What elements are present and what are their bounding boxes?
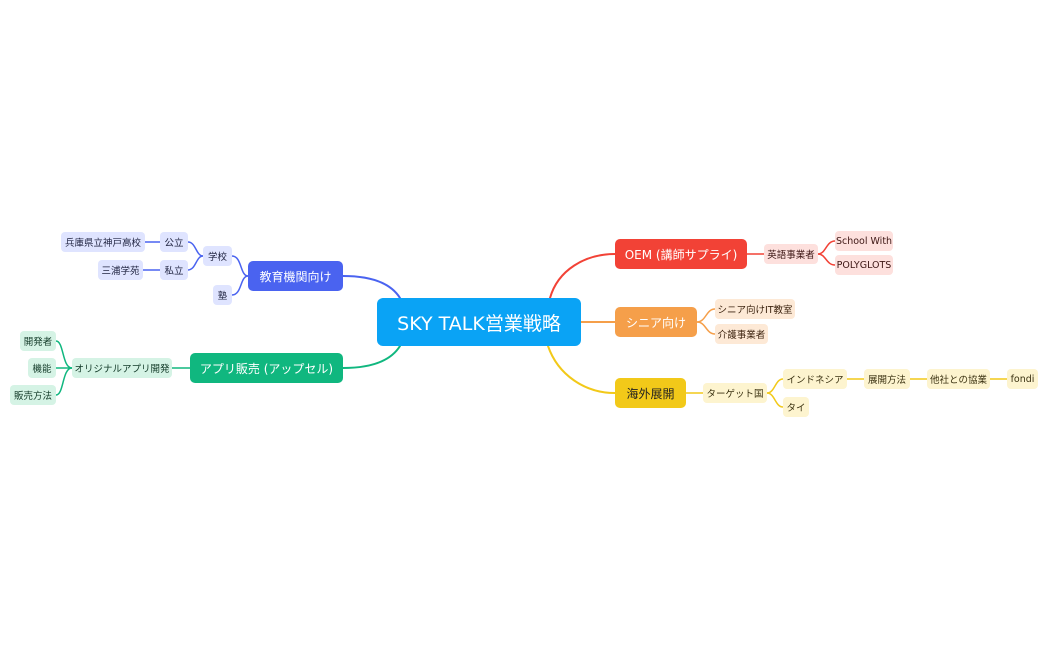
link-school-public <box>187 241 204 257</box>
topic-public[interactable]: 公立 <box>160 232 188 252</box>
topic-sales-method[interactable]: 販売方法 <box>10 385 56 405</box>
topic-school-with[interactable]: School With <box>835 231 893 251</box>
link-english-schoolwith <box>817 240 836 255</box>
link-root-app <box>342 345 401 369</box>
link-target-thai <box>766 392 784 408</box>
link-senior-care <box>696 321 716 335</box>
root-topic[interactable]: SKY TALK営業戦略 <box>377 298 581 346</box>
topic-oem[interactable]: OEM (講師サプライ) <box>615 239 747 269</box>
link-root-overseas <box>547 345 616 394</box>
link-original-developer <box>55 340 73 369</box>
link-root-oem <box>549 253 616 299</box>
link-english-polyglots <box>817 253 836 266</box>
topic-overseas[interactable]: 海外展開 <box>615 378 686 408</box>
topic-senior[interactable]: シニア向け <box>615 307 697 337</box>
link-education-school <box>231 255 249 277</box>
link-senior-it <box>696 308 716 323</box>
topic-school[interactable]: 学校 <box>203 246 232 266</box>
link-original-sales <box>55 367 73 396</box>
topic-english-business[interactable]: 英語事業者 <box>764 244 818 264</box>
topic-original-app[interactable]: オリジナルアプリ開発 <box>72 358 172 378</box>
topic-feature[interactable]: 機能 <box>28 358 56 378</box>
topic-target-country[interactable]: ターゲット国 <box>703 383 767 403</box>
topic-polyglots[interactable]: POLYGLOTS <box>835 255 893 275</box>
topic-developer[interactable]: 開発者 <box>20 331 56 351</box>
link-education-juku <box>231 275 249 296</box>
topic-expansion-method[interactable]: 展開方法 <box>864 369 910 389</box>
topic-care-business[interactable]: 介護事業者 <box>715 324 768 344</box>
topic-education[interactable]: 教育機関向け <box>248 261 343 291</box>
topic-app-sales[interactable]: アプリ販売 (アップセル) <box>190 353 343 383</box>
topic-private[interactable]: 私立 <box>160 260 188 280</box>
topic-thailand[interactable]: タイ <box>783 397 809 417</box>
topic-senior-it-class[interactable]: シニア向けIT教室 <box>715 299 795 319</box>
topic-miura-gakuen[interactable]: 三浦学苑 <box>98 260 143 280</box>
topic-hyogo-kobe-high[interactable]: 兵庫県立神戸高校 <box>61 232 145 252</box>
topic-partnership[interactable]: 他社との協業 <box>927 369 990 389</box>
topic-juku[interactable]: 塾 <box>213 285 232 305</box>
link-target-indonesia <box>766 378 784 394</box>
link-school-private <box>187 255 204 271</box>
topic-fondi[interactable]: fondi <box>1007 369 1038 389</box>
topic-indonesia[interactable]: インドネシア <box>783 369 847 389</box>
link-root-education <box>342 275 401 299</box>
